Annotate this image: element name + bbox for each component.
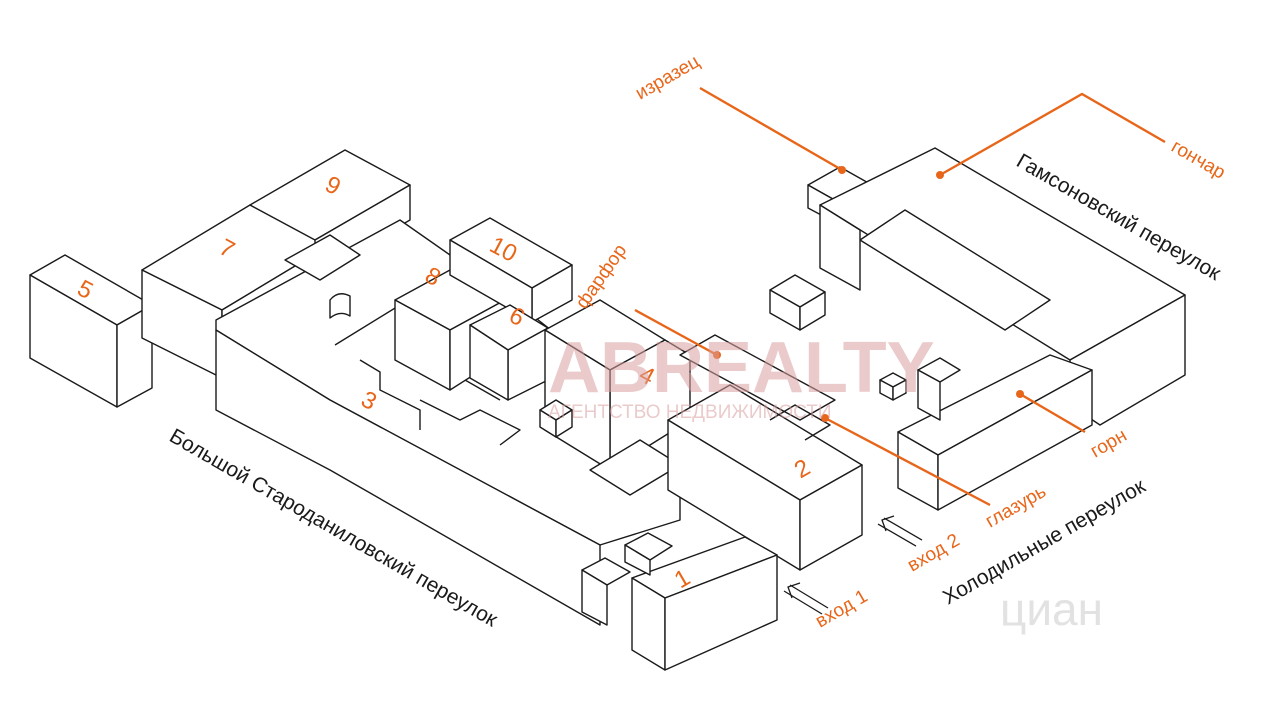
building-4 xyxy=(544,299,836,496)
gorn-leader xyxy=(1019,392,1086,434)
building-gorn xyxy=(897,354,1093,511)
building-2 xyxy=(667,384,863,571)
label-gonchar: гончар xyxy=(1168,136,1229,183)
entrance-1-arrow xyxy=(783,582,829,615)
glazur-leader xyxy=(824,416,991,507)
label-gorn: горн xyxy=(1087,425,1131,462)
building-gonchar xyxy=(807,147,1186,426)
label-entrance-2: вход 2 xyxy=(904,530,963,576)
watermark-tagline: АГЕНТСТВО НЕДВИЖИМОСТИ xyxy=(548,402,832,423)
small-cube-3 xyxy=(879,372,907,401)
label-glazur: глазурь xyxy=(982,481,1050,532)
building-10 xyxy=(449,217,573,323)
label-izrazets: изразец xyxy=(632,51,703,104)
building-1 xyxy=(581,532,778,671)
small-cube-2 xyxy=(769,274,826,331)
label-entrance-1: вход 1 xyxy=(812,586,871,632)
watermark-site: циан xyxy=(1000,583,1103,635)
small-cube-1 xyxy=(539,399,573,438)
watermark-brand: ABREALTY xyxy=(548,328,935,408)
entrance-2-arrow xyxy=(877,515,923,547)
farfor-leader xyxy=(634,308,718,357)
gonchar-leader xyxy=(939,92,1166,177)
izrazets-leader xyxy=(699,86,843,172)
building-6 xyxy=(469,304,549,401)
